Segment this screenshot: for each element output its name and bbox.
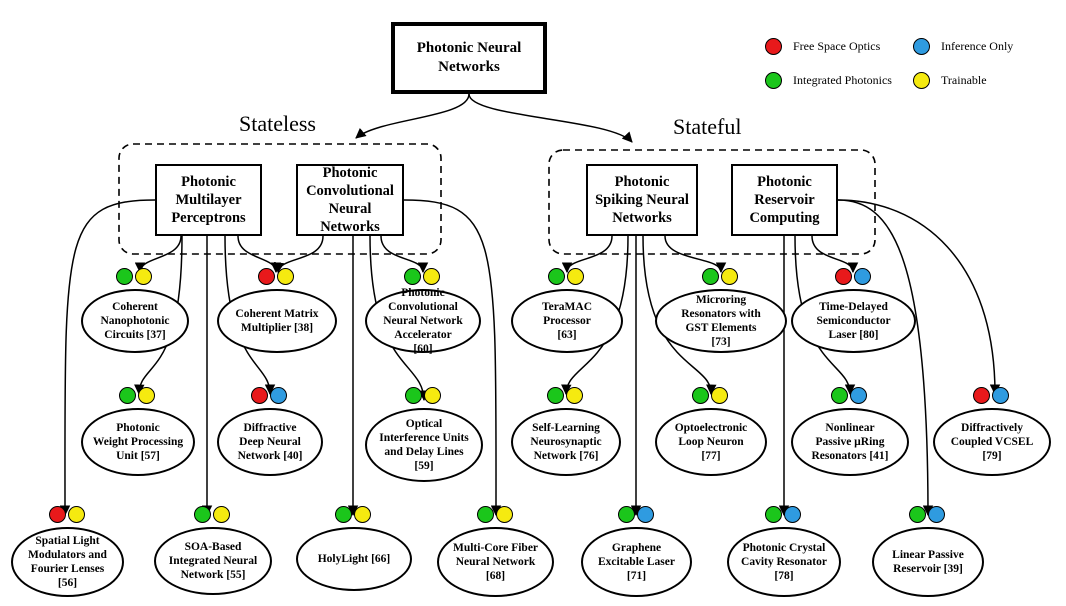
root-node: Photonic Neural Networks: [391, 22, 547, 94]
connector-arrow: [380, 235, 429, 274]
property-dot: [909, 506, 926, 523]
leaf-node: Time-Delayed Semiconductor Laser [80]: [791, 289, 916, 353]
leaf-node: Coherent Matrix Multiplier [38]: [217, 289, 337, 353]
property-dot: [213, 506, 230, 523]
property-dot: [495, 506, 513, 523]
leaf-node: Diffractive Deep Neural Network [40]: [217, 408, 323, 476]
connector-arrow: [224, 235, 276, 396]
connector-arrow: [561, 235, 613, 274]
connector-arrow: [273, 235, 324, 274]
property-dot: [692, 387, 709, 404]
leaf-node: Self-Learning Neurosynaptic Network [76]: [511, 408, 621, 476]
leaf-node: Diffractively Coupled VCSEL [79]: [933, 408, 1051, 476]
property-dot: [567, 268, 584, 285]
property-dot: [992, 387, 1009, 404]
legend-swatch-inference-only: [913, 38, 930, 55]
property-dot: [423, 268, 440, 285]
property-dot: [404, 268, 421, 285]
stateless-group-box: [118, 143, 442, 255]
legend-label-trainable: Trainable: [941, 73, 987, 87]
leaf-node: Photonic Weight Processing Unit [57]: [81, 408, 195, 476]
property-dot: [711, 387, 728, 404]
property-dot: [721, 268, 738, 285]
leaf-node: Photonic Crystal Cavity Resonator [78]: [727, 527, 841, 597]
connector-arrow: [811, 235, 859, 274]
property-dot: [636, 506, 654, 523]
leaf-node: Optical Interference Units and Delay Lin…: [365, 408, 483, 482]
category-spiking-networks: Photonic Spiking Neural Networks: [586, 164, 698, 236]
leaf-node: Coherent Nanophotonic Circuits [37]: [81, 289, 189, 353]
property-dot: [765, 506, 782, 523]
property-dot: [548, 268, 565, 285]
connector-arrow: [794, 235, 856, 396]
property-dot: [547, 387, 564, 404]
leaf-node: Graphene Excitable Laser [71]: [581, 527, 692, 597]
property-dot: [258, 268, 275, 285]
property-dot: [831, 387, 848, 404]
property-dot: [973, 387, 990, 404]
category-multilayer-perceptrons: Photonic Multilayer Perceptrons: [155, 164, 262, 236]
property-dot: [194, 506, 211, 523]
property-dot: [354, 506, 371, 523]
leaf-node: SOA-Based Integrated Neural Network [55]: [154, 527, 272, 595]
connector-arrow: [468, 93, 633, 143]
property-dot: [135, 268, 152, 285]
property-dot: [424, 387, 441, 404]
stateful-group-box: [548, 149, 876, 255]
legend-swatch-integrated-photonics: [765, 72, 782, 89]
property-dot: [67, 506, 85, 523]
connector-arrow: [642, 235, 717, 396]
property-dot: [277, 268, 294, 285]
property-dot: [335, 506, 352, 523]
property-dot: [853, 268, 871, 285]
property-dot: [48, 506, 66, 523]
connector-arrow: [134, 235, 182, 274]
connector-arrow: [403, 199, 502, 517]
leaf-node: Optoelectronic Loop Neuron [77]: [655, 408, 767, 476]
property-dot: [476, 506, 494, 523]
legend-label-free-space-optics: Free Space Optics: [793, 39, 881, 53]
stateless-label: Stateless: [239, 111, 316, 136]
leaf-node: Spatial Light Modulators and Fourier Len…: [11, 527, 124, 597]
leaf-node: Microring Resonators with GST Elements […: [655, 289, 787, 353]
connector-arrow: [369, 235, 429, 402]
connector-arrow: [59, 199, 156, 517]
property-dot: [116, 268, 133, 285]
connector-arrow: [134, 235, 183, 396]
stateful-label: Stateful: [673, 114, 742, 139]
property-dot: [834, 268, 852, 285]
property-dot: [251, 387, 268, 404]
property-dot: [405, 387, 422, 404]
property-dot: [617, 506, 635, 523]
leaf-node: Photonic Convolutional Neural Network Ac…: [365, 287, 481, 355]
leaf-node: Linear Passive Reservoir [39]: [872, 527, 984, 597]
property-dot: [850, 387, 867, 404]
legend-label-inference-only: Inference Only: [941, 39, 1014, 53]
leaf-node: Nonlinear Passive µRing Resonators [41]: [791, 408, 909, 476]
leaf-node: Multi-Core Fiber Neural Network [68]: [437, 527, 554, 597]
connector-arrow: [664, 235, 727, 274]
legend-label-integrated-photonics: Integrated Photonics: [793, 73, 892, 87]
connector-arrow: [355, 93, 470, 139]
legend-swatch-free-space-optics: [765, 38, 782, 55]
property-dot: [702, 268, 719, 285]
property-dot: [566, 387, 583, 404]
connector-arrow: [837, 199, 1001, 396]
leaf-node: TeraMAC Processor [63]: [511, 289, 623, 353]
leaf-node: HolyLight [66]: [296, 527, 412, 591]
legend-swatch-trainable: [913, 72, 930, 89]
category-convolutional-networks: Photonic Convolutional Neural Networks: [296, 164, 404, 236]
property-dot: [270, 387, 287, 404]
property-dot: [928, 506, 945, 523]
property-dot: [784, 506, 801, 523]
property-dot: [119, 387, 136, 404]
property-dot: [138, 387, 155, 404]
connector-arrow: [561, 235, 629, 396]
category-reservoir-computing: Photonic Reservoir Computing: [731, 164, 838, 236]
connector-arrow: [837, 199, 934, 517]
